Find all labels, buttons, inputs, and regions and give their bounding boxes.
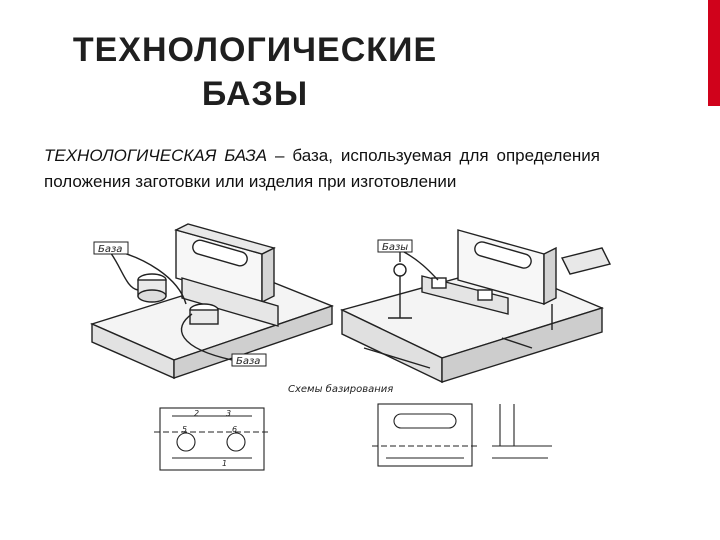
schema-right [492, 404, 552, 459]
left-fixture-drawing [90, 223, 335, 380]
slide-title: ТЕХНОЛОГИЧЕСКИЕ БАЗЫ [40, 28, 470, 116]
schema-num-5: 5 [182, 425, 187, 434]
definition-body: – база, используемая для определения пол… [44, 146, 600, 191]
schema-num-6: 6 [232, 425, 237, 434]
label-base-right: Базы [382, 242, 408, 253]
illustration-svg: База База Базы Схемы базирования [90, 223, 612, 471]
technical-illustration: База База Базы Схемы базирования [82, 218, 642, 530]
label-base-left-bottom: База [236, 356, 260, 367]
accent-bar [708, 0, 720, 106]
schema-middle [372, 403, 478, 467]
schema-num-3: 3 [226, 409, 231, 418]
title-line-1: ТЕХНОЛОГИЧЕСКИЕ [72, 31, 438, 69]
right-fixture-drawing [340, 229, 612, 384]
schema-num-1: 1 [222, 459, 227, 468]
schema-left [154, 407, 270, 471]
figure-caption: Схемы базирования [288, 383, 393, 395]
label-base-left-top: База [98, 244, 122, 255]
schema-num-2: 2 [194, 409, 199, 418]
definition-text: ТЕХНОЛОГИЧЕСКАЯ БАЗА – база, используема… [44, 143, 600, 195]
definition-term: ТЕХНОЛОГИЧЕСКАЯ БАЗА [44, 146, 268, 165]
title-line-2: БАЗЫ [201, 75, 309, 113]
